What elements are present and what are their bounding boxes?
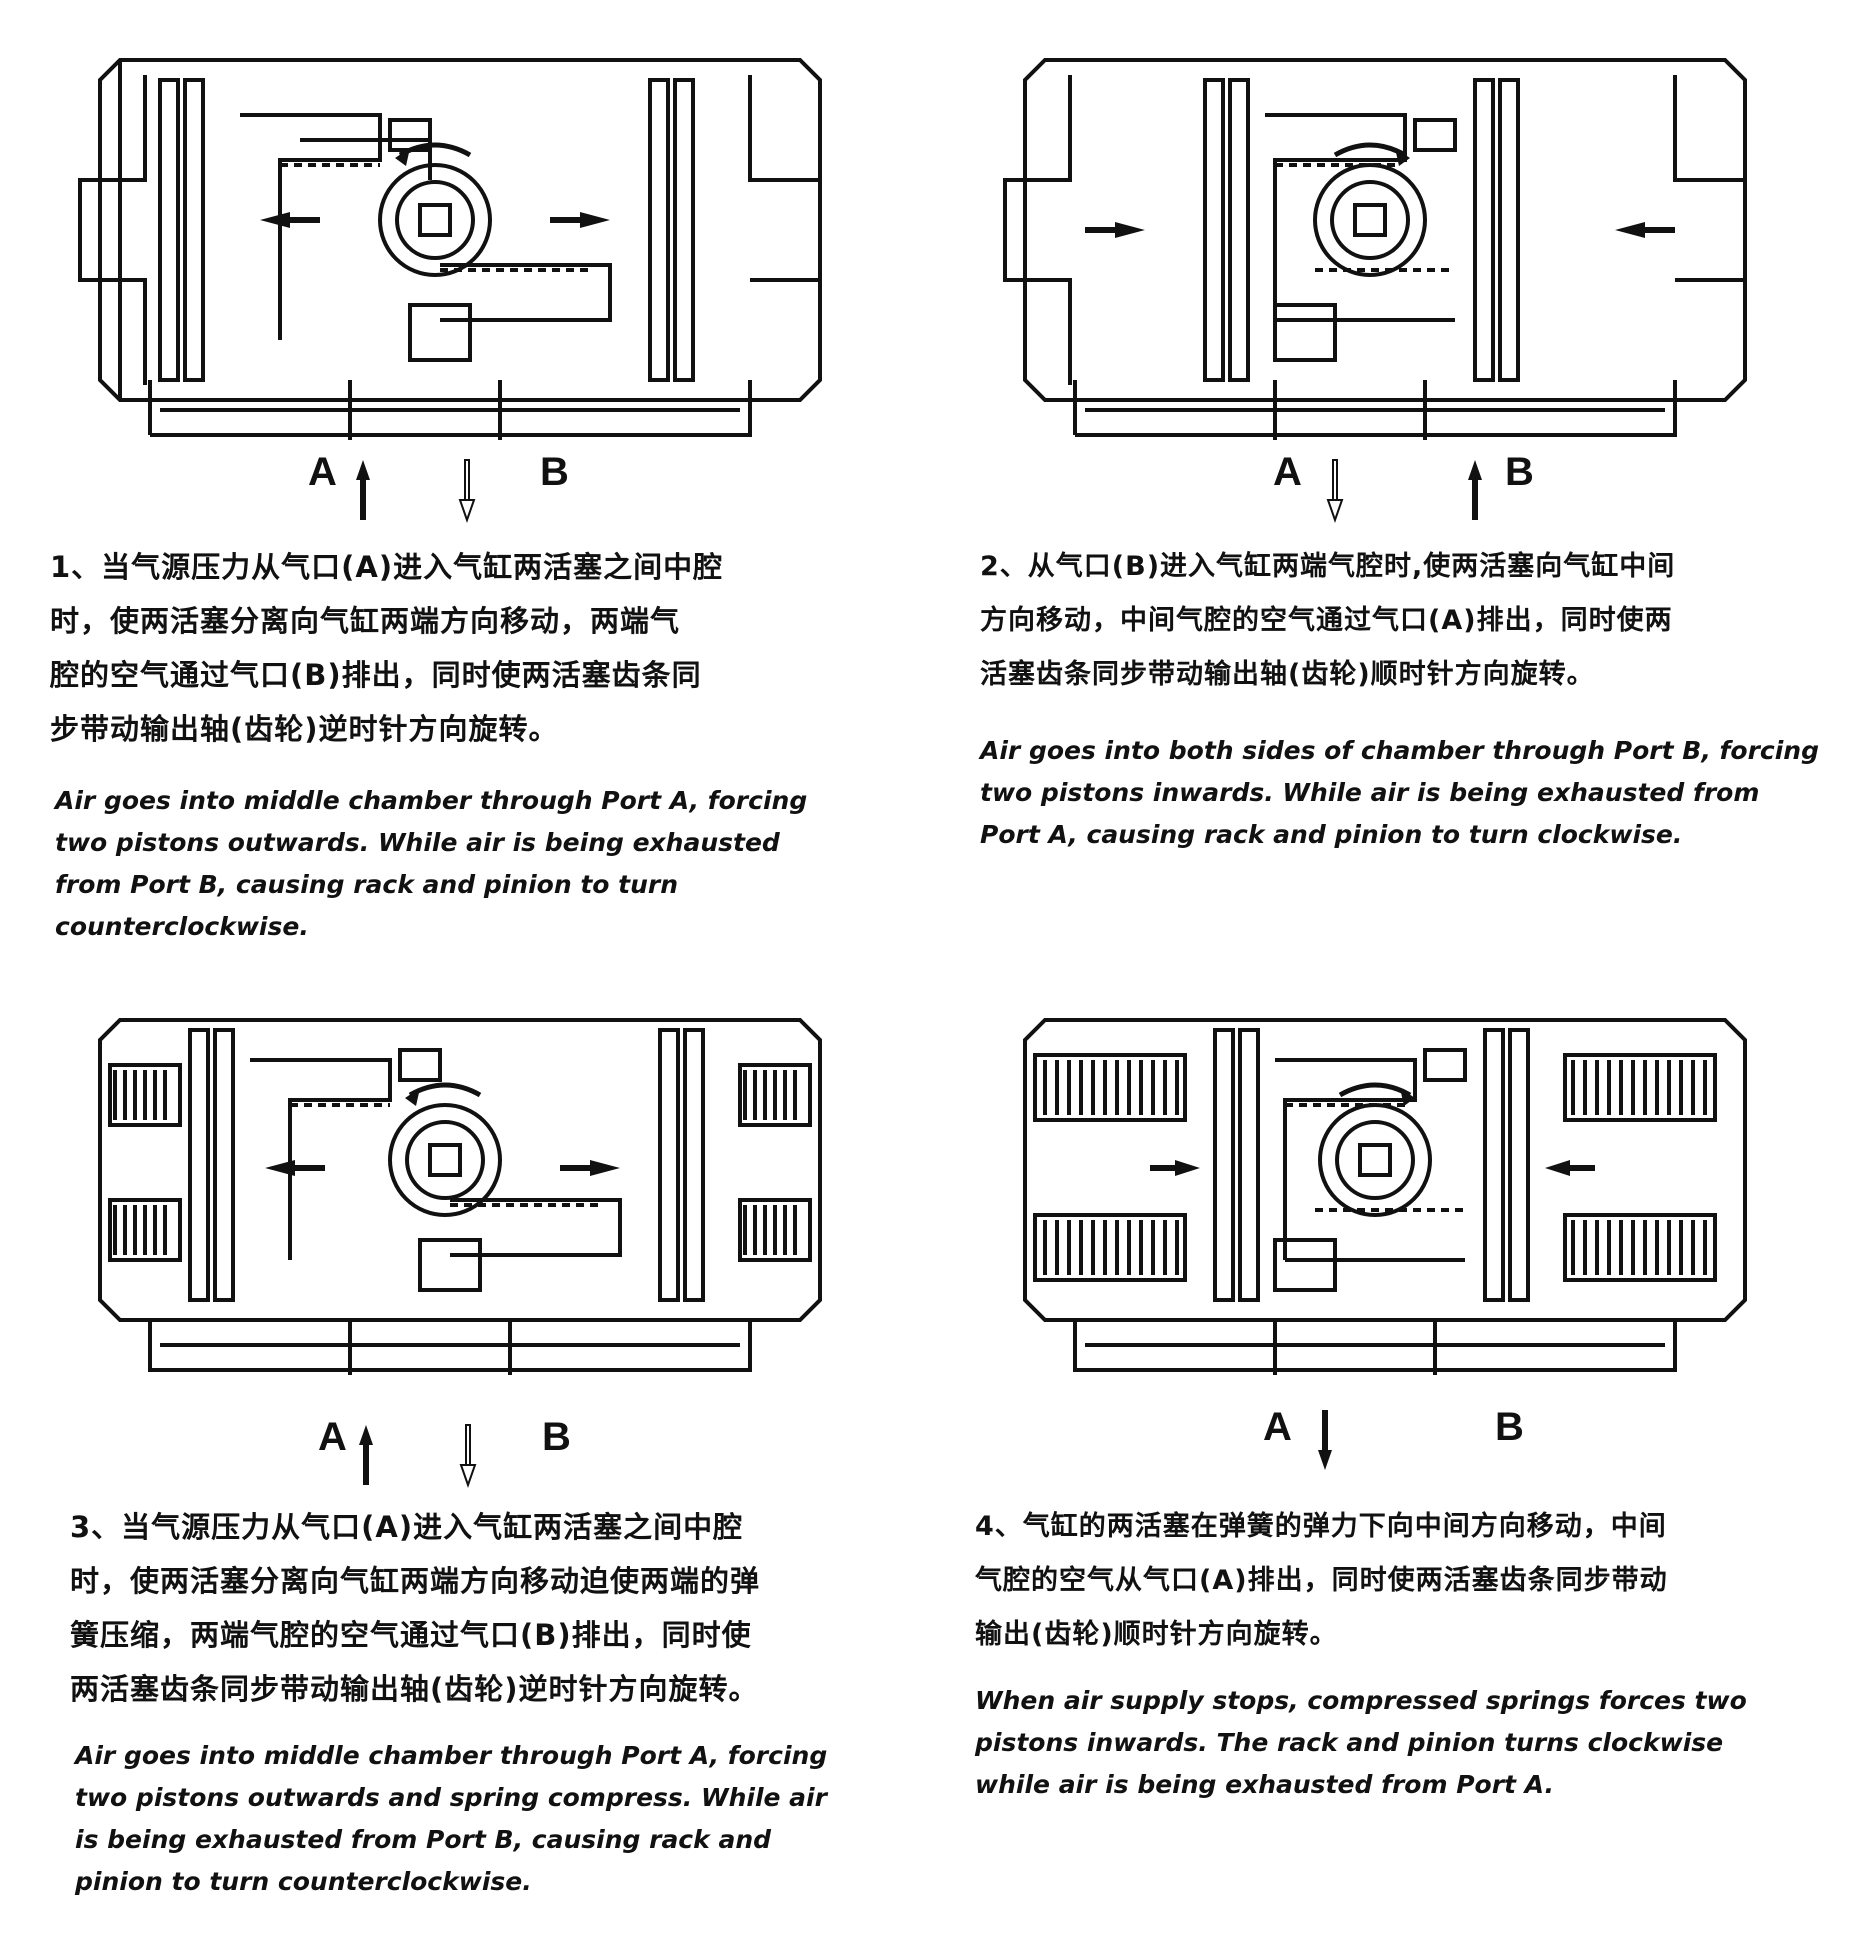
port-a-label: A — [1263, 1405, 1292, 1449]
actuator-diagram-2-svg — [1003, 58, 1747, 440]
port-a-arrow-icon — [359, 1425, 373, 1485]
actuator-diagram-1 — [50, 40, 850, 520]
description-cn-2: 2、从气口(B)进入气缸两端气腔时,使两活塞向气缸中间 方向移动，中间气腔的空气… — [980, 551, 1676, 690]
actuator-diagram-4 — [975, 1000, 1775, 1420]
port-a-label: A — [308, 450, 337, 494]
description-en-1: Air goes into middle chamber through Por… — [55, 786, 808, 941]
port-b-label: B — [540, 450, 569, 494]
port-b-label: B — [1505, 450, 1534, 494]
port-a-label: A — [318, 1415, 347, 1459]
description-cn-4: 4、气缸的两活塞在弹簧的弹力下向中间方向移动，中间 气腔的空气从气口(A)排出，… — [975, 1511, 1668, 1650]
actuator-diagram-1-svg — [78, 58, 822, 440]
panel-step-1: A B 1、当气源压力从气口(A)进入气缸两活塞之间中腔 时，使两活塞分离向气缸… — [50, 40, 910, 950]
description-en-3: Air goes into middle chamber through Por… — [75, 1741, 828, 1896]
panel-step-3: A B 3、当气源压力从气口(A)进入气缸两活塞之间中腔 时，使两活塞分离向气缸… — [50, 1000, 910, 1900]
actuator-diagram-3 — [50, 1000, 850, 1420]
actuator-diagram-3-svg — [98, 1018, 822, 1375]
description-cn-1: 1、当气源压力从气口(A)进入气缸两活塞之间中腔 时，使两活塞分离向气缸两端方向… — [50, 550, 724, 746]
description-en-2: Air goes into both sides of chamber thro… — [980, 736, 1819, 849]
port-b-arrow-icon — [458, 459, 476, 524]
port-a-arrow-icon — [356, 460, 370, 520]
description-en-4: When air supply stops, compressed spring… — [975, 1686, 1747, 1799]
port-b-arrow-icon — [1468, 460, 1482, 520]
port-a-label: A — [1273, 450, 1302, 494]
port-b-arrow-icon — [459, 1424, 477, 1489]
port-a-arrow-icon — [1326, 459, 1344, 524]
actuator-diagram-2 — [975, 40, 1775, 520]
actuator-diagram-4-svg — [1023, 1018, 1747, 1375]
description-cn-3: 3、当气源压力从气口(A)进入气缸两活塞之间中腔 时，使两活塞分离向气缸两端方向… — [70, 1510, 761, 1706]
port-b-label: B — [1495, 1405, 1524, 1449]
panel-step-2: A B 2、从气口(B)进入气缸两端气腔时,使两活塞向气缸中间 方向移动，中间气… — [975, 40, 1835, 900]
port-b-label: B — [542, 1415, 571, 1459]
port-a-arrow-icon — [1318, 1410, 1332, 1470]
panel-step-4: A B 4、气缸的两活塞在弹簧的弹力下向中间方向移动，中间 气腔的空气从气口(A… — [975, 1000, 1835, 1840]
